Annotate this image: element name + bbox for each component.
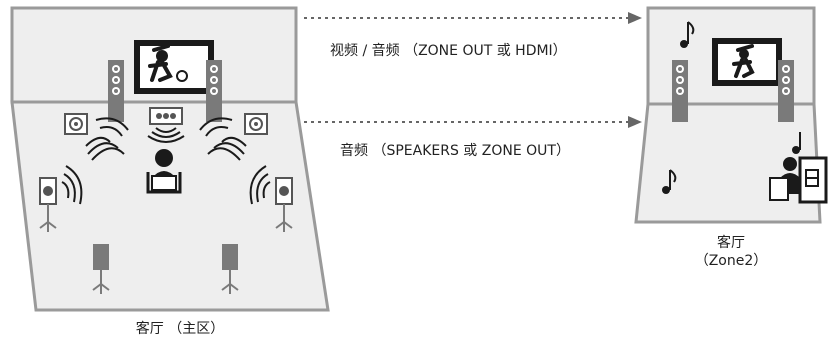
listener-icon [146,149,182,194]
zone2-right-tower-speaker-icon [778,60,794,122]
front-left-surround-speaker-icon [64,113,88,135]
main-room [10,6,330,312]
dotted-arrow-icon [304,116,642,128]
zone2-room-label: 客厅 （Zone2） [676,234,786,270]
front-right-surround-speaker-icon [244,113,268,135]
music-note-icon [662,169,677,194]
center-speaker-icon [149,107,183,125]
sound-wave-icon [61,165,271,205]
listener-icon [769,157,800,201]
zone2-room [634,6,828,224]
zone2-room-label-line1: 客厅 [717,235,745,251]
music-note-icon [792,132,801,154]
sound-wave-icon [85,117,247,161]
front-right-tower-speaker-icon [206,60,222,122]
sound-wave-icon [147,127,185,143]
soccer-player-icon [148,44,188,82]
zone2-left-tower-speaker-icon [672,60,688,122]
zone2-room-label-line2: （Zone2） [694,253,768,269]
right-surround-speaker-icon [275,177,293,232]
video-audio-label: 视频 / 音频 （ZONE OUT 或 HDMI） [330,43,567,59]
audio-label: 音频 （SPEAKERS 或 ZONE OUT） [340,143,570,159]
left-surround-speaker-icon [39,177,57,232]
music-note-icon [680,21,695,48]
tv-icon [134,40,214,94]
main-room-label: 客厅 （主区） [135,321,225,337]
av-receiver-icon [798,156,828,204]
soccer-player-icon [732,44,755,78]
dotted-arrow-icon [304,12,642,24]
main-room-floor [10,100,330,312]
front-left-tower-speaker-icon [108,60,124,122]
